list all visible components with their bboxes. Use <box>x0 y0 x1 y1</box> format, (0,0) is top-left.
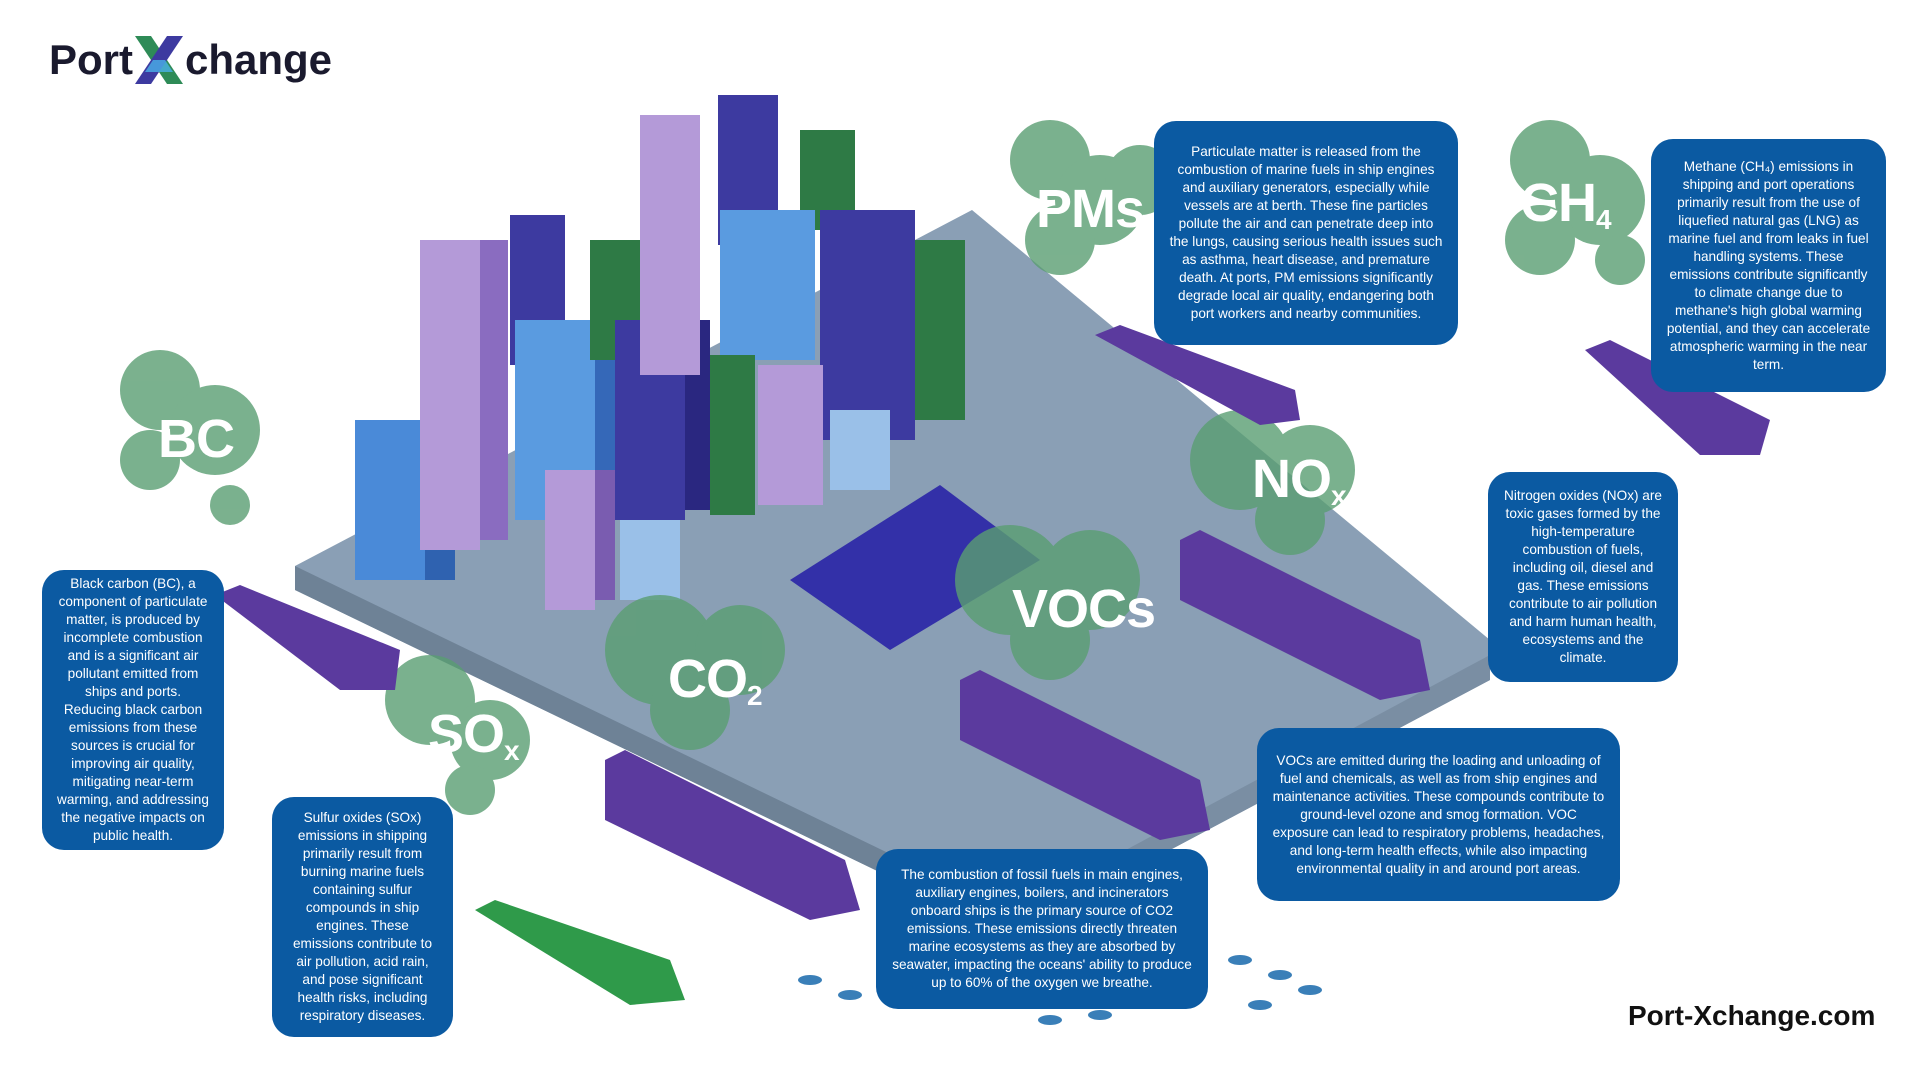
label-sox-base: SO <box>428 704 505 764</box>
label-nox-sub: x <box>1331 480 1347 511</box>
ships <box>215 325 1770 1005</box>
label-nox: NOx <box>1252 448 1347 512</box>
x-logo-icon <box>135 36 183 84</box>
emission-clouds <box>120 120 1645 815</box>
city-buildings <box>355 95 1040 650</box>
label-sox-sub: x <box>504 735 520 766</box>
label-ch4-base: CH <box>1520 173 1597 233</box>
port-xchange-logo: Port change <box>49 30 332 90</box>
label-co2-sub: 2 <box>747 680 763 711</box>
label-ch4: CH4 <box>1520 172 1612 236</box>
vocs-description: VOCs are emitted during the loading and … <box>1257 728 1620 901</box>
label-pms: PMs <box>1036 179 1145 239</box>
bc-description: Black carbon (BC), a component of partic… <box>42 570 224 850</box>
logo-text-port: Port <box>49 36 133 83</box>
ch4-description: Methane (CH₄) emissions in shipping and … <box>1651 139 1886 392</box>
co2-description: The combustion of fossil fuels in main e… <box>876 849 1208 1009</box>
label-ch4-sub: 4 <box>1596 204 1612 235</box>
sox-description: Sulfur oxides (SOx) emissions in shippin… <box>272 797 453 1037</box>
label-vocs: VOCs <box>1012 579 1156 639</box>
logo-text-change: change <box>185 36 333 83</box>
label-nox-base: NO <box>1252 449 1332 509</box>
nox-description: Nitrogen oxides (NOx) are toxic gases fo… <box>1488 472 1678 682</box>
website-url: Port-Xchange.com <box>1628 1000 1876 1031</box>
fish-school <box>798 955 1322 1025</box>
label-sox: SOx <box>428 703 520 767</box>
label-bc: BC <box>158 409 235 469</box>
pm-description: Particulate matter is released from the … <box>1154 121 1458 345</box>
label-co2-base: CO <box>668 649 748 709</box>
label-co2: CO2 <box>668 648 763 712</box>
